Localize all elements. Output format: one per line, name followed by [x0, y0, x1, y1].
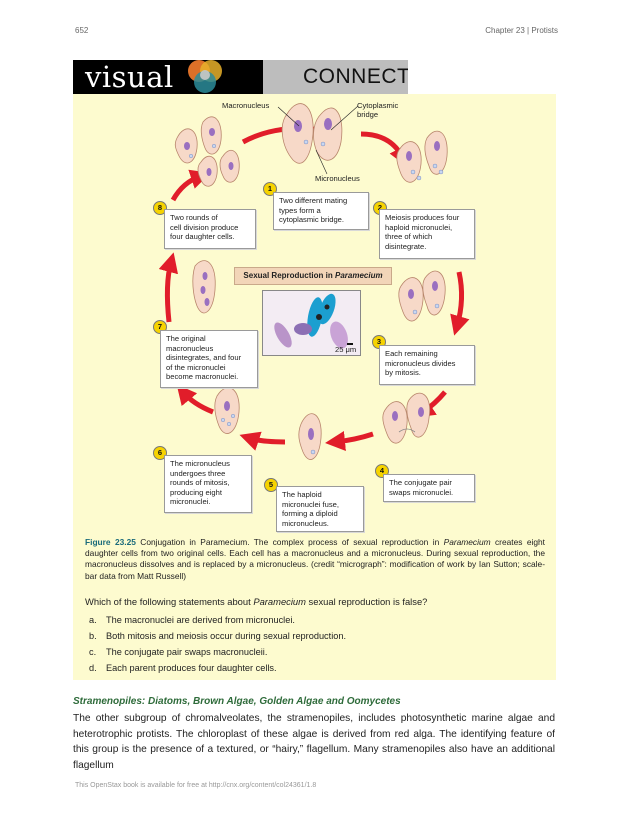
page-number: 652: [75, 26, 89, 35]
arrow-top-right: [360, 131, 408, 167]
step-3-box: Each remaining micronucleus divides by m…: [379, 345, 475, 385]
label-micronucleus: Micronucleus: [315, 174, 360, 183]
step-1-box: Two different mating types form a cytopl…: [273, 192, 369, 230]
arrow-left-top: [170, 169, 211, 202]
question-text: Which of the following statements about …: [85, 596, 428, 607]
banner-visual-text: visual: [85, 60, 174, 94]
step-6-box: The micronucleus undergoes three rounds …: [164, 455, 252, 513]
micrograph-image: [263, 291, 360, 355]
visual-connection-banner: visual CONNECTION: [73, 60, 408, 94]
step-8-box: Two rounds of cell division produce four…: [164, 209, 256, 249]
option-b: b.Both mitosis and meiosis occur during …: [89, 631, 347, 641]
option-a: a.The macronuclei are derived from micro…: [89, 615, 295, 625]
cell-pair-top: [281, 103, 343, 164]
banner-connection-text: CONNECTION: [303, 65, 408, 88]
cell-step-7: [192, 260, 216, 314]
option-c: c.The conjugate pair swaps macronucleii.: [89, 647, 268, 657]
visual-connection-panel: Macronucleus Cytoplasmic bridge Micronuc…: [73, 94, 556, 680]
conjugation-diagram: [158, 103, 470, 460]
scale-bar-label: 25 μm: [335, 345, 357, 354]
section-body: The other subgroup of chromalveolates, t…: [73, 713, 555, 771]
figure-caption: Figure 23.25 Conjugation in Paramecium. …: [85, 537, 545, 581]
chapter-title: Chapter 23 | Protists: [485, 26, 558, 35]
arrow-left-bottom: [176, 384, 214, 415]
arrow-right-upper: [450, 271, 470, 336]
step-4-box: The conjugate pair swaps micronuclei.: [383, 474, 475, 502]
arrow-bottom-left: [239, 431, 286, 451]
cell-step-5: [298, 413, 322, 460]
venn-logo-icon: [188, 60, 222, 93]
step-2-box: Meiosis produces four haploid micronucle…: [379, 209, 475, 259]
section-heading: Stramenopiles: Diatoms, Brown Algae, Gol…: [73, 696, 401, 707]
cycle-arrows: [158, 118, 470, 451]
label-leaders: [277, 105, 359, 175]
arrow-left-mid: [158, 252, 179, 323]
arrow-bottom-right: [325, 431, 374, 451]
cells-step-2: [396, 130, 448, 183]
micrograph: 25 μm: [262, 290, 361, 356]
step-6-badge: 6: [153, 446, 167, 460]
label-bridge: bridge: [357, 110, 379, 119]
label-cytoplasmic: Cytoplasmic: [357, 101, 399, 110]
step-5-badge: 5: [264, 478, 278, 492]
cells-top-left: [174, 116, 222, 164]
cells-step-3: [398, 270, 446, 322]
figure-title: Sexual Reproduction in Paramecium: [234, 267, 392, 285]
step-8-badge: 8: [153, 201, 167, 215]
step-5-box: The haploid micronuclei fuse, forming a …: [276, 486, 364, 532]
option-d: d.Each parent produces four daughter cel…: [89, 663, 277, 673]
step-7-box: The original macronucleus disintegrates,…: [160, 330, 258, 388]
cells-step-8: [197, 150, 240, 187]
cells-step-4: [382, 392, 431, 444]
footer-link[interactable]: This OpenStax book is available for free…: [75, 782, 317, 789]
label-macronucleus: Macronucleus: [222, 101, 270, 110]
cell-step-6: [214, 387, 240, 434]
